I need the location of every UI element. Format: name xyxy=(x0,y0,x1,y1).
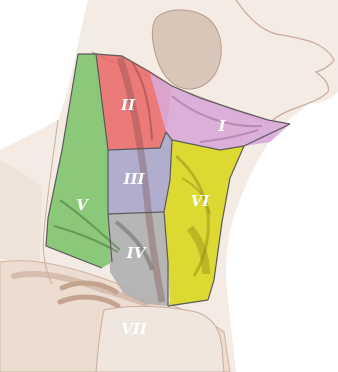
level-i-label: I xyxy=(217,117,226,135)
level-ii-label: II xyxy=(120,96,136,114)
level-iv-label: IV xyxy=(126,244,147,262)
level-vii-label: VII xyxy=(121,320,148,338)
level-vi-label: VI xyxy=(191,192,211,210)
level-iii-label: III xyxy=(122,170,145,188)
level-vi-region xyxy=(164,140,244,306)
level-v-label: V xyxy=(76,196,89,214)
sternum-area xyxy=(96,306,224,372)
